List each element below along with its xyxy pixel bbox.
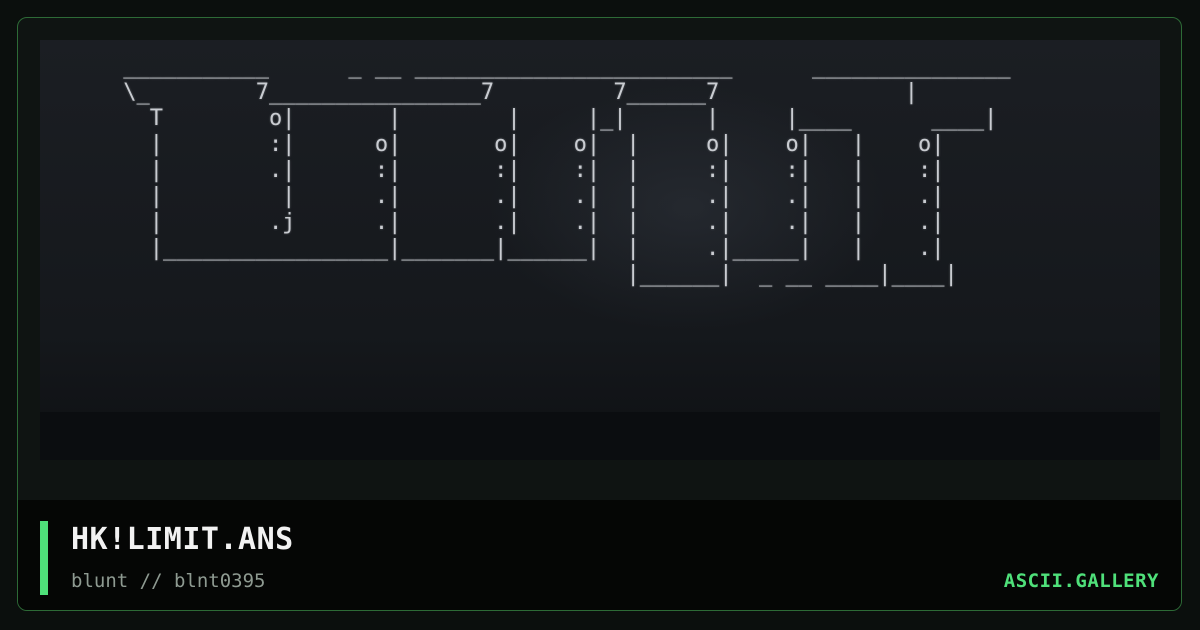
site-brand[interactable]: ASCII.GALLERY [1003,570,1159,592]
card-frame: ___________ _ __ _______________________… [17,17,1182,611]
artwork-preview: ___________ _ __ _______________________… [40,40,1160,460]
ascii-art: ___________ _ __ _______________________… [123,54,1011,287]
accent-bar [40,521,48,595]
artwork-glow [488,82,888,332]
artwork-bottom-strip [40,412,1160,460]
card-footer: HK!LIMIT.ANS blunt // blnt0395 ASCII.GAL… [18,500,1181,610]
artwork-title: HK!LIMIT.ANS [71,522,294,557]
artwork-author: blunt // blnt0395 [71,570,266,592]
